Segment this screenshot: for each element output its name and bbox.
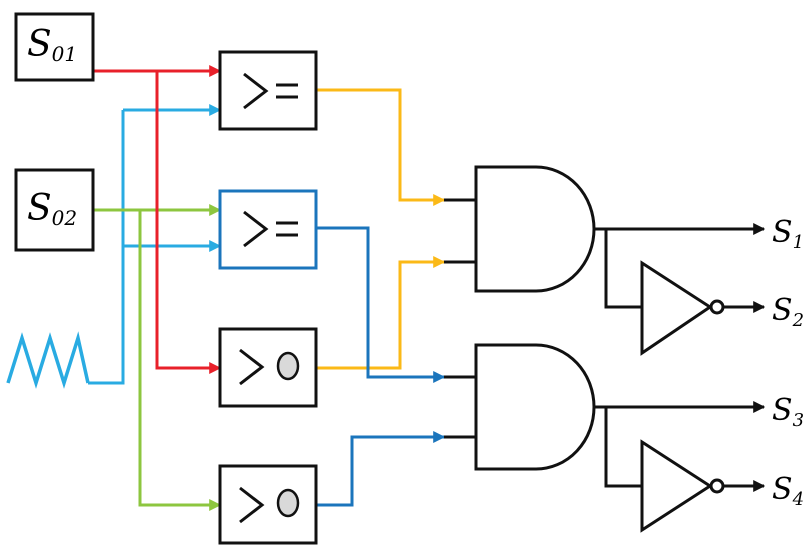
dark-blue-wires: [316, 226, 446, 507]
comparator-4-circle: [276, 488, 300, 518]
input-box-s01: S01: [14, 12, 95, 82]
not-gate-2-bubble: [709, 478, 725, 494]
not-gate-2: [640, 439, 725, 533]
input-box-s02: S02: [14, 168, 95, 252]
s02-sub: 02: [52, 206, 77, 230]
output-label-s2: S2: [772, 293, 804, 331]
comparator-3-output-wire: [316, 256, 446, 370]
s02-wire-to-comparator-4: [138, 210, 222, 511]
and-input-stubs: [444, 198, 476, 439]
s01-sub: 01: [52, 42, 77, 66]
comparator-1: [218, 50, 318, 131]
triangle-carrier-waveform: [6, 331, 90, 389]
comparator-4-output-wire: [316, 431, 446, 507]
yellow-wires: [316, 88, 446, 370]
comparator-2: [218, 189, 318, 270]
comparator-3: [218, 327, 318, 408]
s01-wire-to-comparator-3: [155, 71, 222, 374]
not-gate-1: [640, 260, 725, 356]
output-label-s1: S1: [772, 215, 804, 253]
s01-wires: [93, 65, 222, 374]
not-2-input-wire: [604, 407, 642, 488]
comparator-3-circle: [276, 351, 300, 381]
s01-main: S: [27, 24, 52, 65]
carrier-wire-trunk: [88, 110, 125, 385]
output-label-s3: S3: [772, 393, 804, 431]
comparator-1-output-wire: [316, 88, 446, 206]
not-gate-1-bubble: [709, 299, 725, 315]
carrier-wires: [88, 104, 222, 385]
svg-text:S02: S02: [27, 188, 77, 230]
output-label-s4: S4: [772, 472, 804, 510]
and-gate-2: [474, 343, 596, 471]
output-wires: [594, 223, 766, 492]
s02-main: S: [27, 188, 52, 229]
and-gate-1: [474, 165, 596, 293]
comparator-2-output-wire: [316, 226, 446, 383]
comparator-4: [218, 464, 318, 545]
not-1-input-wire: [604, 229, 642, 309]
svg-text:S01: S01: [27, 24, 77, 66]
